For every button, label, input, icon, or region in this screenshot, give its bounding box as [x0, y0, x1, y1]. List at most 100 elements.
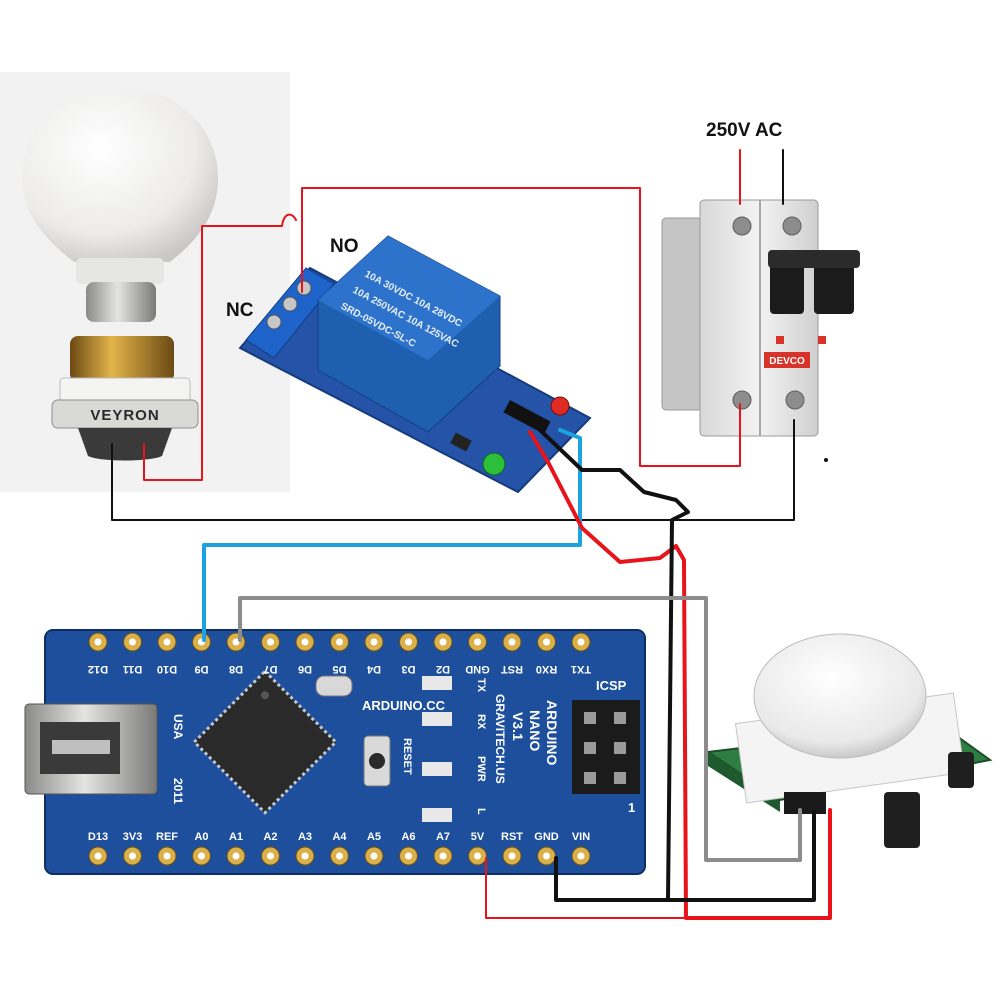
- pin-hole-d13: [94, 852, 102, 860]
- pin-hole-d5: [336, 638, 343, 646]
- nc-terminal-label: NC: [226, 300, 254, 321]
- pir-foot-1: [884, 792, 920, 848]
- pin-hole-d2: [439, 638, 447, 646]
- relay-terminal-screw-nc: [266, 314, 282, 330]
- arduino-nano: ICSP 1 ARDUINO NANO V3.1 GRAVITECH.US AR…: [24, 629, 646, 875]
- pin-hole-a6: [405, 852, 412, 860]
- pin-label-rst: RST: [501, 663, 523, 675]
- pin-label-tx1: TX1: [571, 663, 591, 675]
- pin-label-d4: D4: [366, 663, 381, 675]
- wire-relay-in-blue: [202, 428, 582, 642]
- lamp-assembly: VEYRON: [0, 72, 290, 492]
- wire-relay-vcc-red: [528, 430, 832, 920]
- dot-mark: [824, 458, 828, 462]
- pin-hole-a3: [301, 852, 309, 860]
- nano-usa-label: USA: [171, 714, 185, 740]
- pin-label-3v3: 3V3: [123, 831, 143, 843]
- relay-header-pins: [503, 400, 551, 434]
- lamp-brand-text: VEYRON: [90, 407, 159, 424]
- nano-icsp-header[interactable]: [572, 700, 640, 794]
- pin-hole-gnd: [543, 852, 550, 860]
- lamp-holder-base: [78, 428, 172, 461]
- breaker-screw-top-left: [732, 216, 752, 236]
- nano-reset-knob[interactable]: [369, 753, 385, 769]
- nano-board-line-1: ARDUINO: [544, 700, 560, 765]
- wires: [111, 149, 832, 920]
- wire-breaker-to-relay: [301, 187, 741, 467]
- bulb-neck: [76, 258, 164, 284]
- wire-pir-gnd-black: [666, 810, 816, 902]
- pin-hole-a4: [336, 852, 343, 860]
- pin-hole-d10: [163, 638, 171, 646]
- wire-pir-signal-gray: [238, 596, 802, 862]
- pin-hole-rx0: [543, 638, 550, 646]
- pir-foot-2: [948, 752, 974, 788]
- pin-hole-a5: [370, 852, 378, 860]
- pin-label-d6: D6: [298, 663, 312, 675]
- pin-label-a1: A1: [229, 831, 243, 843]
- pir-sensor: [705, 633, 993, 848]
- pin-label-d10: D10: [157, 663, 177, 675]
- circuit-breaker: DEVCO: [661, 199, 860, 437]
- pin-hole-d6: [301, 638, 309, 646]
- nano-board-line-3: V3.1: [510, 712, 526, 741]
- nano-mcu-chip: [192, 669, 338, 815]
- pin-hole-d8: [232, 638, 240, 646]
- nano-crystal: [315, 675, 353, 697]
- nano-icsp-pins: [584, 712, 626, 784]
- pin-hole-a7: [439, 852, 447, 860]
- relay-led-green: [482, 452, 506, 476]
- pin-label-d5: D5: [332, 663, 346, 675]
- pin-hole-d11: [129, 638, 136, 646]
- nano-led-pwr: [422, 762, 452, 776]
- pin-label-d9: D9: [194, 663, 208, 675]
- pin-label-a0: A0: [194, 831, 208, 843]
- wire-relay-nc-to-lamp: [143, 213, 297, 481]
- pin-hole-d7: [267, 638, 274, 646]
- pir-dome: [753, 633, 927, 759]
- lamp-holder-brass: [70, 336, 174, 382]
- pin-label-d12: D12: [88, 663, 108, 675]
- nano-board-line-4: GRAVITECH.US: [493, 694, 507, 784]
- supply-label: 250V AC: [706, 120, 783, 141]
- wire-lamp-neutral: [111, 419, 795, 521]
- bulb-cap: [86, 282, 156, 322]
- pin-hole-d12: [94, 638, 102, 646]
- wire-relay-gnd-black: [538, 428, 690, 902]
- nano-reset-label: RESET: [401, 738, 413, 775]
- pin-hole-d4: [370, 638, 378, 646]
- nano-usb-tongue: [52, 740, 110, 754]
- relay-cube-top: [318, 236, 500, 360]
- nano-icsp-label: ICSP: [596, 678, 627, 693]
- nano-arduino-cc: ARDUINO.CC: [362, 698, 446, 713]
- pin-hole-rst: [508, 852, 516, 860]
- pin-label-d11: D11: [123, 663, 143, 675]
- breaker-screw-bottom-right: [785, 390, 805, 410]
- relay-transistor: [450, 432, 472, 452]
- nano-led-rx: [422, 712, 452, 726]
- pin-label-d3: D3: [401, 663, 415, 675]
- breaker-screw-top-right: [782, 216, 802, 236]
- nano-side-label-l: L: [475, 808, 487, 815]
- pin-hole-tx1: [577, 638, 585, 646]
- relay-led-red: [550, 396, 570, 416]
- nano-side-label-tx: TX: [475, 678, 487, 693]
- pin-label-a4: A4: [332, 831, 347, 843]
- relay-terminal-block: [245, 267, 335, 359]
- breaker-brand-badge: [764, 352, 810, 368]
- pin-label-a7: A7: [436, 831, 450, 843]
- nano-side-label-pwr: PWR: [475, 756, 487, 782]
- nano-year-label: 2011: [171, 778, 185, 804]
- pin-label-d2: D2: [436, 663, 450, 675]
- breaker-indicator-right: [818, 336, 826, 344]
- relay-module: SRD-05VDC-SL-C 10A 250VAC 10A 125VAC 10A…: [238, 235, 592, 494]
- relay-terminal-screw-com: [282, 296, 298, 312]
- pir-pin-header: [784, 792, 826, 814]
- pin-label-gnd: GND: [465, 663, 490, 675]
- wire-5v-red-thin: [485, 857, 687, 919]
- pin-label-a5: A5: [367, 831, 381, 843]
- pin-label-rx0: RX0: [536, 663, 557, 675]
